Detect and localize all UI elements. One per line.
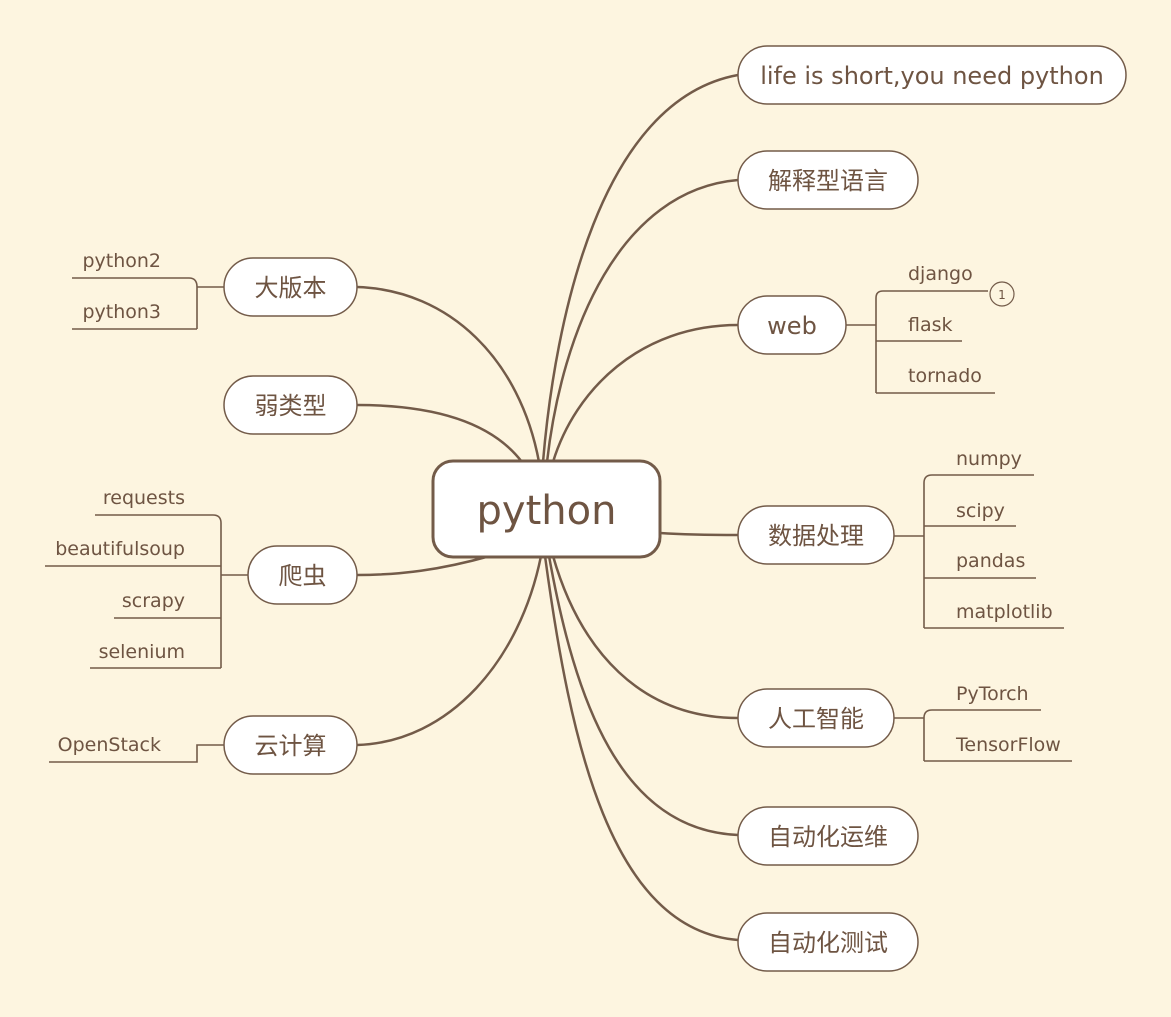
branch-cloud-label: 云计算 <box>255 732 327 760</box>
bracket-data <box>894 474 1064 629</box>
django-marker: 1 <box>989 281 1015 307</box>
branch-data-label: 数据处理 <box>768 522 864 550</box>
branch-version[interactable]: 大版本 <box>223 257 358 317</box>
branch-web[interactable]: web <box>737 295 847 355</box>
connector-weak <box>356 403 523 463</box>
branch-interp-label: 解释型语言 <box>768 167 888 195</box>
branch-ai-label: 人工智能 <box>768 705 864 733</box>
branch-interp[interactable]: 解释型语言 <box>737 150 919 210</box>
connector-ops <box>547 555 739 837</box>
connector-test <box>543 555 739 942</box>
branch-cloud[interactable]: 云计算 <box>223 715 358 775</box>
branch-crawler[interactable]: 爬虫 <box>247 545 358 605</box>
branch-weak[interactable]: 弱类型 <box>223 375 358 435</box>
branch-web-label: web <box>767 312 817 340</box>
leaf-scipy[interactable]: scipy <box>956 500 1005 522</box>
connector-ai <box>551 555 739 720</box>
leaf-openstack[interactable]: OpenStack <box>58 734 161 756</box>
leaf-selenium[interactable]: selenium <box>99 641 185 663</box>
branch-life-label: life is short,you need python <box>760 62 1104 90</box>
branch-ops[interactable]: 自动化运维 <box>737 806 919 866</box>
branch-test[interactable]: 自动化测试 <box>737 912 919 972</box>
connector-crawler <box>356 554 491 577</box>
connector-web <box>551 323 739 463</box>
leaf-python3[interactable]: python3 <box>82 301 161 323</box>
bracket-web <box>846 290 995 394</box>
connector-interp <box>545 178 739 463</box>
bracket-cloud <box>49 744 224 763</box>
bracket-crawler <box>45 514 248 669</box>
branch-crawler-label: 爬虫 <box>279 562 327 590</box>
leaf-pytorch[interactable]: PyTorch <box>956 683 1029 705</box>
leaf-flask[interactable]: flask <box>908 314 953 336</box>
connector-cloud <box>356 555 543 747</box>
branch-weak-label: 弱类型 <box>255 392 327 420</box>
connector-data <box>659 531 739 537</box>
leaf-scrapy[interactable]: scrapy <box>122 590 185 612</box>
leaf-matplotlib[interactable]: matplotlib <box>956 601 1053 623</box>
bracket-ai <box>894 709 1072 762</box>
leaf-pandas[interactable]: pandas <box>956 550 1025 572</box>
branch-ops-label: 自动化运维 <box>768 823 888 851</box>
leaf-tensorflow[interactable]: TensorFlow <box>955 734 1061 756</box>
branch-data[interactable]: 数据处理 <box>737 505 895 565</box>
branch-ai[interactable]: 人工智能 <box>737 688 895 748</box>
leaf-tornado[interactable]: tornado <box>908 365 982 387</box>
leaf-requests[interactable]: requests <box>103 487 185 509</box>
leaf-beautifulsoup[interactable]: beautifulsoup <box>55 538 185 560</box>
connector-life <box>541 73 739 463</box>
leaf-connectors <box>45 277 1072 763</box>
root-connectors <box>356 73 739 942</box>
leaf-django[interactable]: django <box>908 263 973 285</box>
branch-test-label: 自动化测试 <box>768 929 888 957</box>
root-label: python <box>477 488 617 534</box>
django-marker-label: 1 <box>998 288 1006 302</box>
connector-version <box>356 285 541 463</box>
branch-version-label: 大版本 <box>255 274 327 302</box>
branch-life[interactable]: life is short,you need python <box>737 45 1127 105</box>
root-node[interactable]: python <box>431 459 662 559</box>
leaf-python2[interactable]: python2 <box>82 250 161 272</box>
leaf-numpy[interactable]: numpy <box>956 448 1022 470</box>
bracket-version <box>72 277 224 330</box>
